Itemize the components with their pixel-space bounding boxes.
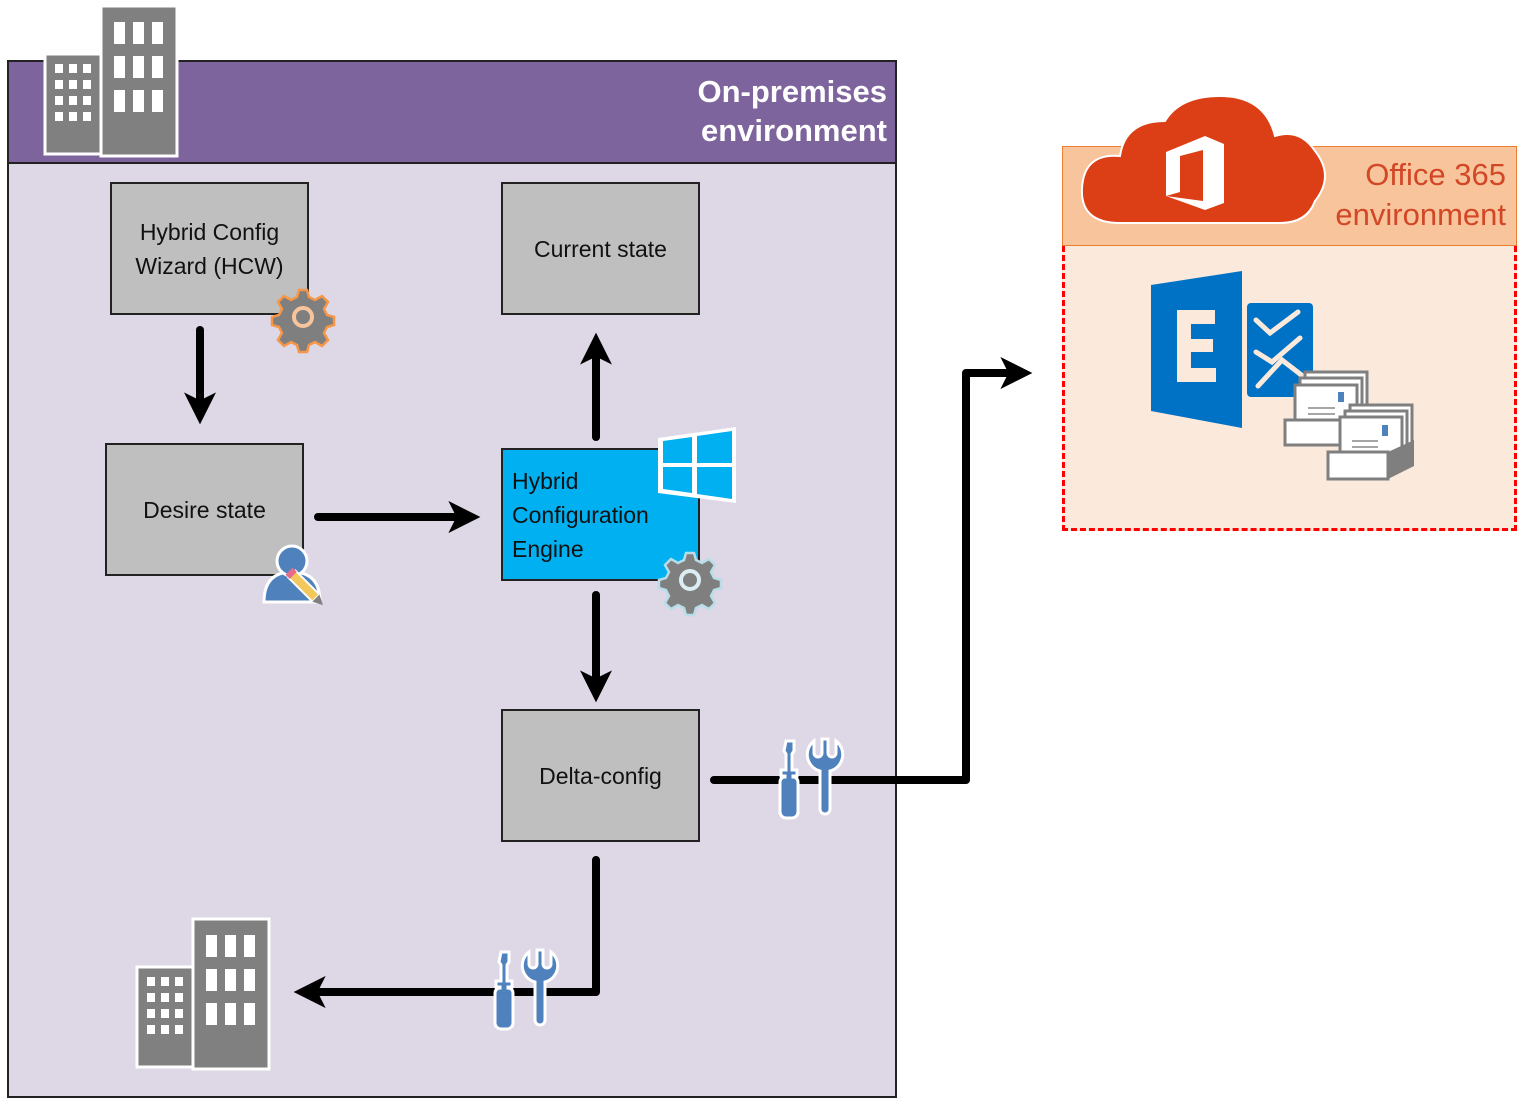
buildings-icon [135,917,271,1071]
windows-logo-icon [658,427,736,503]
node-engine: Hybrid Configuration Engine [501,448,700,581]
node-current-state-label: Current state [534,235,667,262]
arrow-delta-to-office365 [710,357,1033,784]
node-desire-state: Desire state [105,443,304,576]
gear-icon [270,288,336,354]
node-desire-state-label: Desire state [143,496,266,523]
buildings-icon [43,4,179,158]
office365-title: Office 365 environment [1335,157,1506,232]
node-hcw-label: Hybrid Config Wizard (HCW) [135,218,284,279]
node-engine-label: Hybrid Configuration Engine [512,467,649,562]
on-premises-title: On-premises environment [697,74,887,148]
office-logo-icon [1080,94,1326,224]
exchange-logo-icon [1151,271,1313,428]
on-premises-container [7,163,897,1098]
mailbox-icon [1283,370,1414,481]
node-current-state: Current state [501,182,700,315]
arrow-delta-to-buildings [293,856,600,1008]
gear-icon [657,551,723,617]
node-delta-config: Delta-config [501,709,700,842]
node-delta-config-label: Delta-config [539,762,662,789]
node-hcw: Hybrid Config Wizard (HCW) [110,182,309,315]
user-edit-icon [262,544,323,606]
